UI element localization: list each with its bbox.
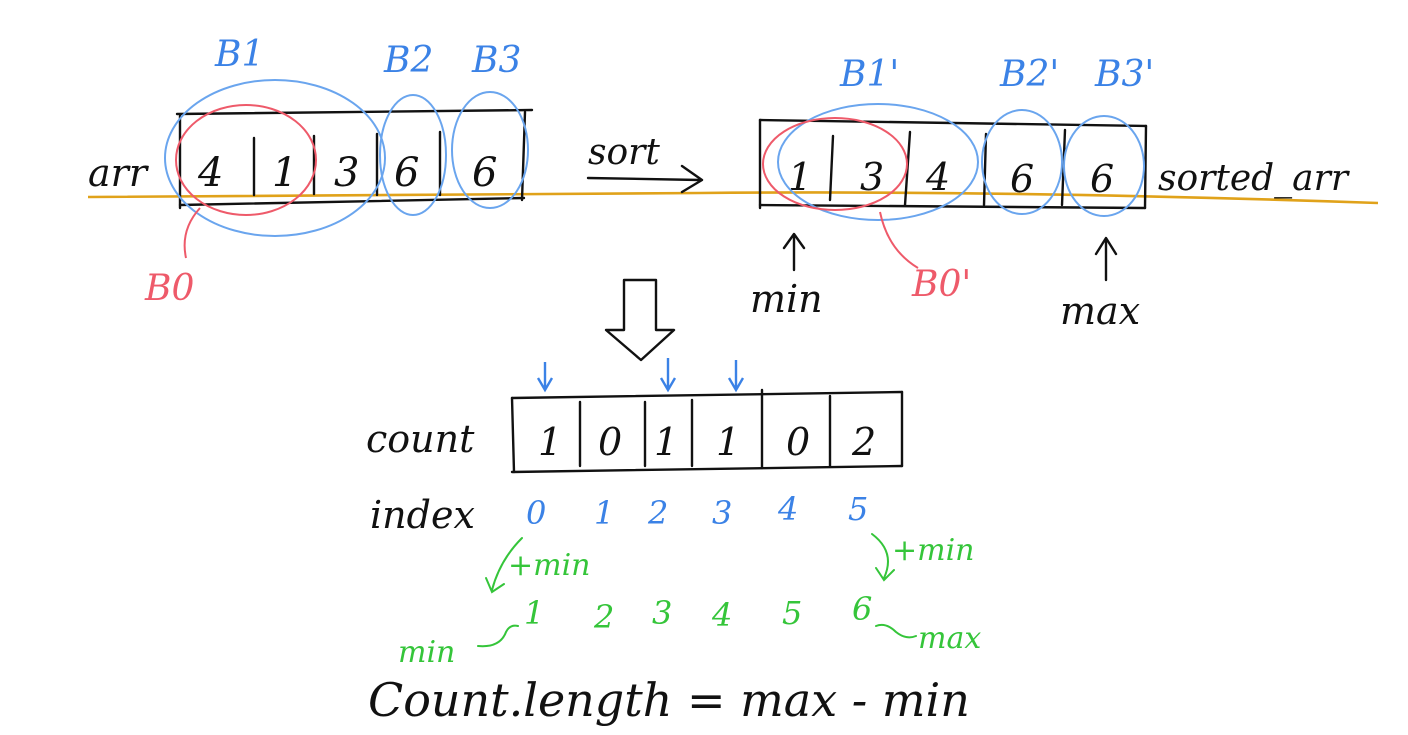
value-item: 3 [652, 594, 672, 632]
arr-label: arr [88, 151, 150, 195]
arr-cell: 1 [272, 150, 297, 196]
group-b1-label: B1 [214, 34, 264, 75]
count-cell: 0 [786, 420, 810, 464]
index-label: index [370, 493, 475, 537]
group-b1-circle [164, 79, 386, 237]
index-value: 4 [777, 490, 798, 528]
arr-cell: 3 [334, 150, 359, 196]
min-arrow [782, 232, 806, 272]
pointer-arrow [727, 360, 745, 393]
count-box [510, 388, 904, 474]
count-label: count [366, 417, 475, 461]
index-value: 0 [526, 494, 546, 532]
max-note-squiggle [875, 623, 917, 639]
plus-min-left-label: +min [508, 548, 591, 583]
sort-label: sort [588, 132, 660, 173]
group-b3-prime-label: B3' [1094, 54, 1154, 95]
count-cell: 1 [716, 420, 740, 464]
min-note-squiggle [477, 624, 519, 648]
count-cell: 2 [851, 420, 876, 464]
index-value: 3 [712, 494, 732, 532]
group-b3-label: B3 [471, 40, 521, 81]
plus-min-right-arrow [871, 533, 895, 582]
group-b0-pointer [183, 207, 201, 259]
group-b1-prime-label: B1' [839, 54, 899, 95]
value-item: 6 [852, 590, 872, 628]
max-note: max [918, 621, 981, 656]
group-b2-circle [379, 94, 447, 216]
group-b3-prime-circle [1063, 115, 1145, 217]
count-cell: 1 [538, 420, 562, 464]
index-value: 2 [647, 494, 668, 532]
arr-cell: 4 [197, 150, 223, 196]
index-value: 5 [848, 490, 868, 528]
sorted-arr-cell: 3 [860, 155, 884, 199]
arr-cell: 6 [394, 150, 419, 196]
group-b0-prime-pointer [879, 211, 919, 269]
pointer-arrow [659, 358, 677, 393]
group-b0-prime-circle [762, 117, 908, 211]
min-note: min [398, 635, 455, 670]
sorted-arr-cell: 6 [1090, 157, 1114, 201]
count-cell: 0 [598, 420, 622, 464]
baseline-line [87, 191, 1379, 205]
sorted-arr-cell: 4 [925, 155, 950, 199]
value-item: 4 [711, 596, 732, 634]
group-b1-prime-circle [777, 103, 979, 221]
max-label: max [1060, 289, 1140, 333]
sort-arrow [586, 164, 704, 194]
arr-cell: 6 [472, 150, 497, 196]
group-b3-circle [451, 91, 529, 209]
sorted-arr-label: sorted_arr [1158, 158, 1350, 199]
value-item: 2 [593, 598, 614, 636]
pointer-arrow [536, 362, 554, 393]
group-b2-prime-label: B2' [999, 54, 1059, 95]
group-b2-prime-circle [981, 109, 1063, 215]
plus-min-left-arrow [485, 537, 523, 594]
count-cell: 1 [654, 420, 678, 464]
big-down-arrow [604, 278, 676, 362]
group-b0-label: B0 [144, 268, 194, 309]
formula: Count.length = max - min [368, 673, 970, 727]
group-b0-circle [175, 104, 317, 216]
index-value: 1 [594, 494, 614, 532]
value-item: 5 [782, 594, 802, 632]
min-label: min [750, 277, 823, 321]
plus-min-right-label: +min [892, 533, 975, 568]
max-arrow [1094, 236, 1118, 282]
group-b0-prime-label: B0' [911, 264, 971, 305]
value-item: 1 [524, 594, 544, 632]
sorted-arr-cell: 6 [1010, 157, 1034, 201]
group-b2-label: B2 [383, 40, 433, 81]
